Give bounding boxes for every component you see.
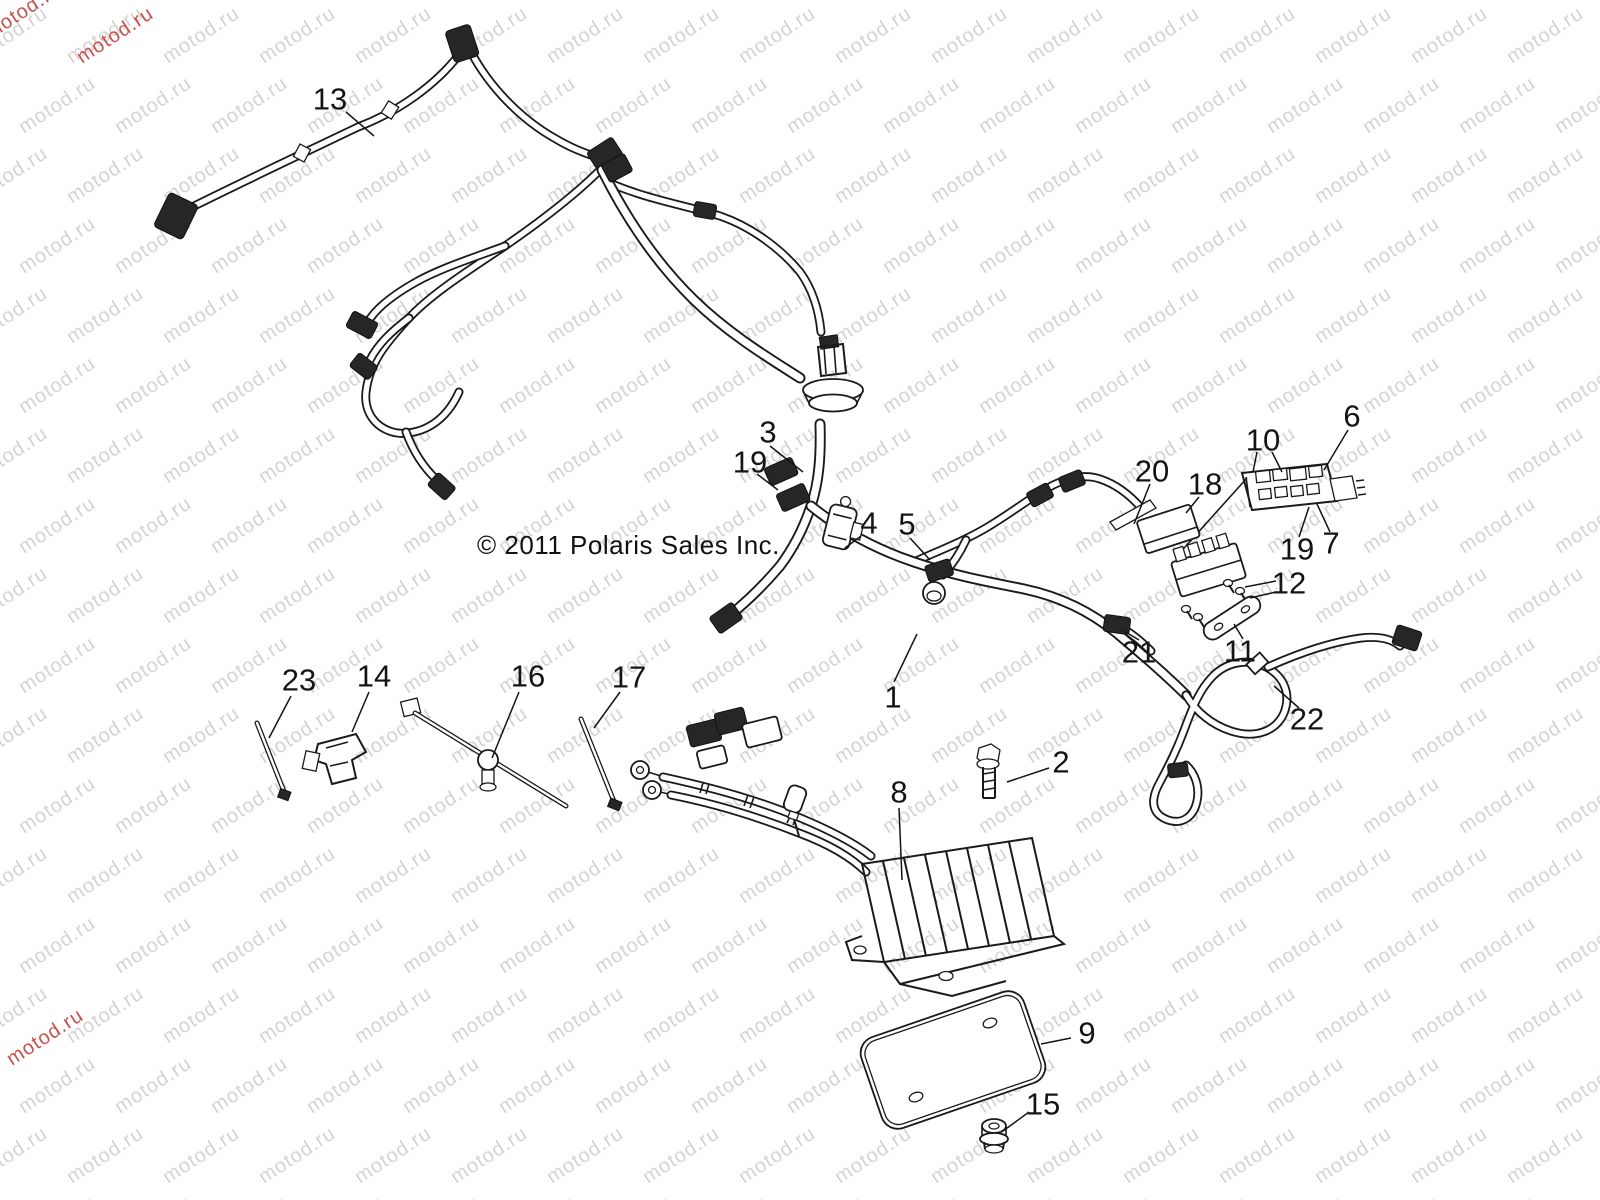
callout-number-5: 5 bbox=[898, 507, 915, 542]
callout-leader-line bbox=[1316, 503, 1331, 533]
connector bbox=[692, 201, 718, 220]
connector bbox=[1026, 482, 1054, 508]
part-14-clip bbox=[301, 732, 368, 786]
connector bbox=[345, 311, 379, 339]
fuse-box-connector bbox=[1329, 475, 1358, 502]
pointer-line bbox=[1175, 477, 1248, 558]
callout-number-23: 23 bbox=[282, 663, 316, 698]
connector bbox=[445, 24, 480, 63]
callout-number-19: 19 bbox=[733, 445, 767, 480]
connector bbox=[349, 353, 378, 380]
connector bbox=[709, 602, 743, 634]
callout-number-2: 2 bbox=[1052, 745, 1069, 780]
part-2-bolt bbox=[976, 743, 1001, 799]
callout-leader-line bbox=[593, 691, 621, 729]
part-4-solenoid bbox=[821, 495, 865, 551]
regulator-heat-sink bbox=[844, 836, 1067, 998]
part-18-relay bbox=[1136, 504, 1201, 554]
callout-number-7: 7 bbox=[1322, 526, 1339, 561]
part-10-fuse-box bbox=[1240, 462, 1367, 512]
callout-leader-line bbox=[1133, 483, 1151, 525]
part-22-clamp bbox=[1245, 651, 1270, 676]
callout-leader-line bbox=[1271, 451, 1283, 473]
connector bbox=[695, 744, 729, 770]
callout-leader-line bbox=[909, 537, 931, 561]
callout-leader-line bbox=[345, 111, 375, 137]
callout-number-9: 9 bbox=[1078, 1016, 1095, 1051]
part-1-main-harness bbox=[345, 153, 1423, 821]
relay-bank bbox=[1170, 532, 1247, 598]
callout-leader-line bbox=[1123, 630, 1140, 641]
callout-leader-line bbox=[268, 695, 292, 739]
callout-leader-line bbox=[1040, 1037, 1072, 1045]
callout-number-12: 12 bbox=[1272, 566, 1306, 601]
callout-leader-line bbox=[1244, 580, 1277, 588]
part-15-plug bbox=[979, 1118, 1009, 1154]
callout-number-3: 3 bbox=[759, 415, 776, 450]
callout-number-21: 21 bbox=[1122, 635, 1156, 670]
connector bbox=[601, 153, 633, 183]
part-11-bracket bbox=[1202, 595, 1262, 641]
callout-number-13: 13 bbox=[313, 82, 347, 117]
copyright-text: © 2011 Polaris Sales Inc. bbox=[477, 530, 780, 560]
callout-leader-line bbox=[1006, 767, 1050, 783]
connector bbox=[427, 472, 456, 500]
callout-number-22: 22 bbox=[1290, 702, 1324, 737]
part-16-cable-tie-mount bbox=[399, 697, 569, 809]
part-12-screws bbox=[1180, 578, 1247, 628]
callout-leader-line bbox=[1185, 496, 1200, 514]
callout-number-6: 6 bbox=[1343, 399, 1360, 434]
part-17-cable-tie bbox=[578, 716, 623, 812]
callout-number-11: 11 bbox=[1224, 634, 1256, 669]
connector bbox=[713, 706, 749, 736]
callout-number-14: 14 bbox=[357, 659, 391, 694]
ignition-switch bbox=[802, 334, 864, 413]
part-21-sensor-connector bbox=[1102, 614, 1132, 635]
connector bbox=[154, 192, 198, 240]
part-20-bracket bbox=[1109, 499, 1157, 531]
callout-leader-line bbox=[844, 535, 862, 549]
callout-leader-line bbox=[893, 633, 918, 683]
callout-leader-line bbox=[769, 445, 804, 473]
callout-number-8: 8 bbox=[890, 775, 907, 810]
callout-leader-line bbox=[756, 473, 779, 491]
callout-number-19: 19 bbox=[1280, 532, 1314, 567]
callout-number-20: 20 bbox=[1135, 454, 1169, 489]
electrical-center bbox=[1109, 462, 1367, 641]
part-13-harness bbox=[154, 24, 623, 240]
part-19-connector bbox=[776, 483, 811, 512]
callout-leader-line bbox=[898, 807, 903, 881]
callout-number-10: 10 bbox=[1246, 423, 1280, 458]
cable-clamp bbox=[782, 784, 808, 837]
callout-leader-line bbox=[351, 691, 370, 733]
callout-number-1: 1 bbox=[884, 680, 901, 715]
callout-number-16: 16 bbox=[511, 659, 545, 694]
callout-number-17: 17 bbox=[612, 660, 646, 695]
connector bbox=[1058, 469, 1086, 493]
connector bbox=[1391, 624, 1423, 652]
callout-leader-line bbox=[491, 691, 520, 759]
connector bbox=[1167, 761, 1189, 779]
callout-leader-line bbox=[1298, 506, 1310, 538]
part-5-connector bbox=[924, 558, 954, 583]
callout-number-15: 15 bbox=[1026, 1087, 1060, 1122]
callout-number-18: 18 bbox=[1188, 467, 1222, 502]
callout-number-4: 4 bbox=[860, 506, 877, 541]
callout-leader-line bbox=[1002, 1111, 1030, 1132]
part-23-cable-tie bbox=[254, 720, 292, 802]
part-9-cover-plate bbox=[859, 990, 1047, 1130]
callout-leader-line bbox=[1249, 591, 1277, 599]
connector bbox=[741, 715, 783, 749]
callout-leader-line bbox=[1323, 429, 1349, 471]
part-8-regulator-assembly bbox=[630, 706, 1067, 998]
callout-leader-line bbox=[1252, 451, 1258, 473]
callout-leader-line bbox=[1273, 685, 1300, 709]
callout-leader-line bbox=[1233, 623, 1244, 640]
